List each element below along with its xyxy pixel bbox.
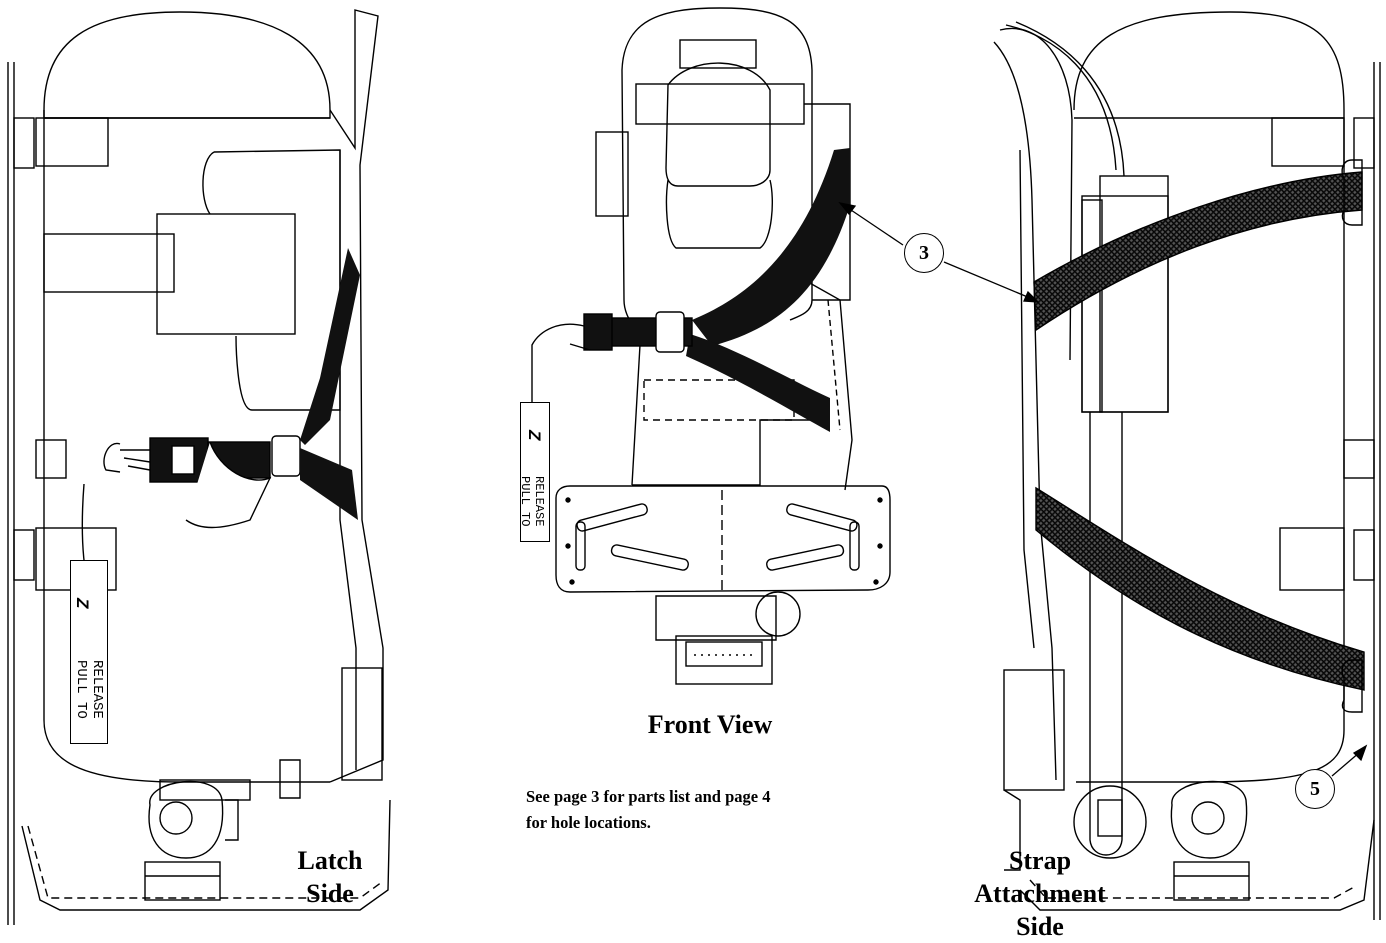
reference-note-line1: See page 3 for parts list and page 4 [526,787,771,806]
strap-side-label-line3: Side [1016,912,1064,941]
tag-brand-left: Z [73,598,92,609]
front-view [531,7,891,685]
strap-side-label: Strap Attachment Side [950,844,1130,943]
tag-brand-center: Z [525,430,544,441]
tag-line-release-left: RELEASE [89,660,105,719]
latch-side-view [7,9,391,925]
reference-note-line2: for hole locations. [526,813,651,832]
callout-strap: 3 [904,233,944,273]
callout-leaders [838,202,1368,777]
front-view-label: Front View [647,710,773,739]
release-tag-left [70,560,108,744]
tag-line-pullto-center: PULL TO [518,476,532,527]
tag-line-pullto-left: PULL TO [73,660,89,719]
strap-side-label-line1: Strap [1008,846,1072,875]
strap-side-label-line2: Attachment [974,879,1106,908]
latch-side-label: Latch Side [270,844,390,910]
release-tag-center [520,402,550,542]
tag-line-release-center: RELEASE [532,476,546,527]
callout-slot: 5 [1295,769,1335,809]
latch-side-label-line1: Latch [297,846,363,875]
reference-note: See page 3 for parts list and page 4 for… [526,784,926,836]
latch-side-label-line2: Side [306,879,354,908]
